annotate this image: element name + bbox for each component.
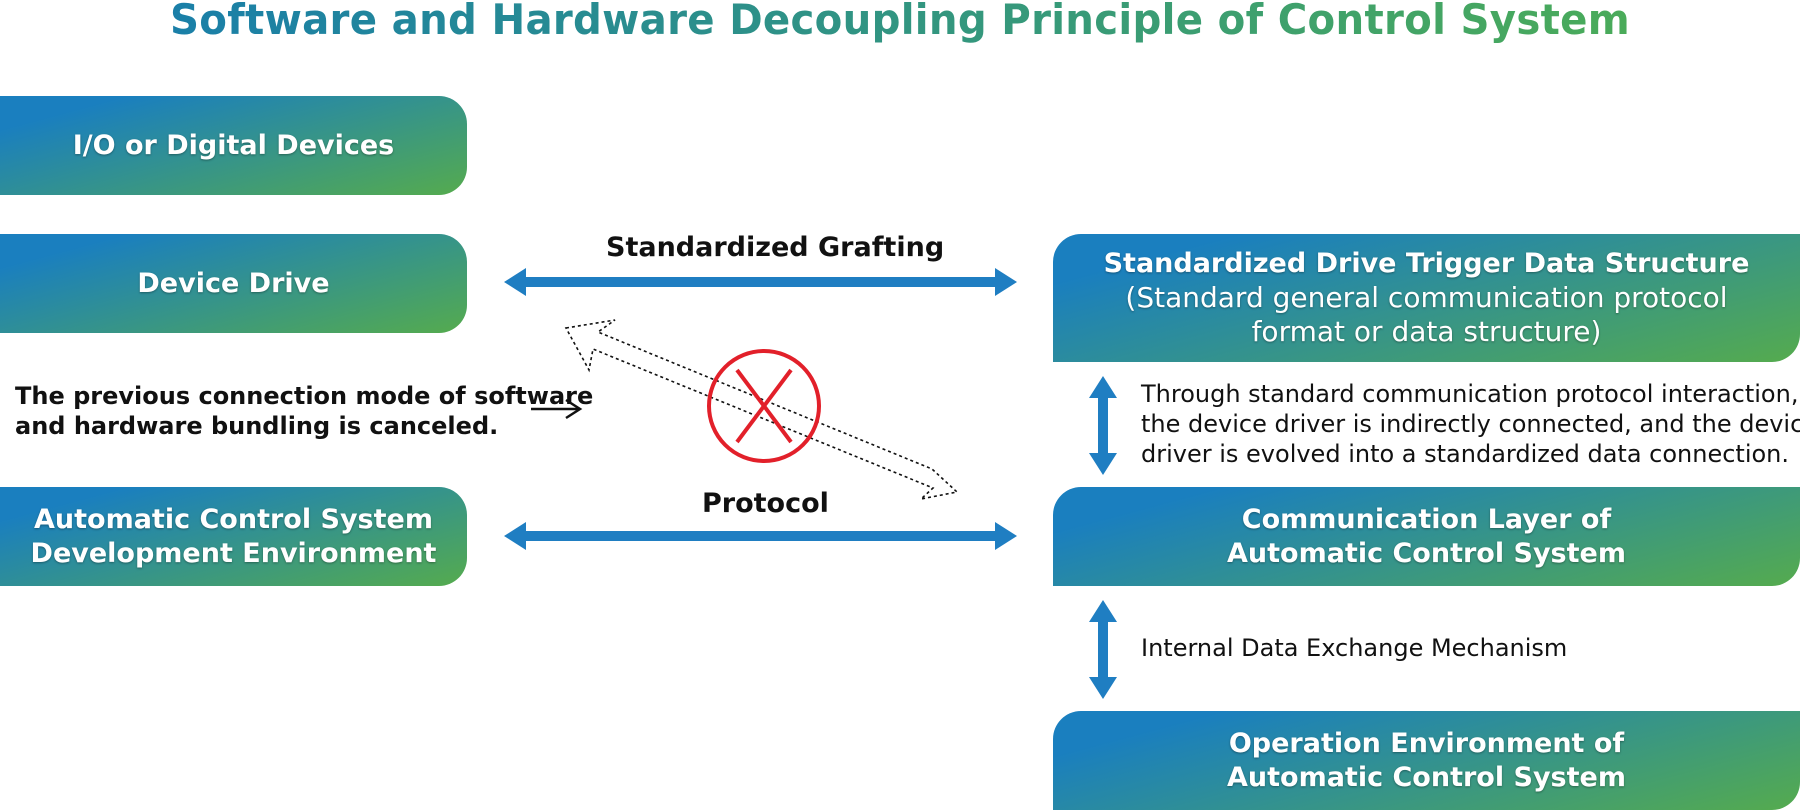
standard-data-structure-line2: (Standard general communication protocol: [1125, 281, 1728, 314]
cancel-circle-x-icon: [707, 349, 821, 463]
internal-exchange-double-arrow-icon: [1089, 600, 1117, 699]
operation-environment-box: Operation Environment of Automatic Contr…: [1053, 711, 1800, 810]
development-environment-box: Automatic Control System Development Env…: [0, 487, 467, 586]
standard-data-structure-line3: format or data structure): [1251, 315, 1602, 348]
protocol-label: Protocol: [702, 488, 829, 519]
standardized-grafting-label: Standardized Grafting: [606, 232, 945, 263]
canceled-connection-note: The previous connection mode of software…: [15, 381, 593, 441]
standard-data-structure-line1: Standardized Drive Trigger Data Structur…: [1103, 248, 1750, 279]
development-environment-line1: Automatic Control System: [34, 503, 433, 535]
grafting-double-arrow-icon: [504, 268, 1017, 296]
page-title-text: Software and Hardware Decoupling Princip…: [170, 0, 1630, 44]
protocol-interaction-note: Through standard communication protocol …: [1141, 379, 1800, 469]
canceled-bundling-arrow-icon: [564, 319, 959, 501]
protocol-interaction-line1: Through standard communication protocol …: [1141, 380, 1799, 408]
io-devices-box: I/O or Digital Devices: [0, 96, 467, 195]
io-devices-label: I/O or Digital Devices: [72, 129, 395, 161]
operation-environment-line2: Automatic Control System: [1227, 761, 1626, 793]
page-title: Software and Hardware Decoupling Princip…: [0, 0, 1800, 44]
canceled-connection-line2: and hardware bundling is canceled.: [15, 412, 499, 440]
device-drive-box: Device Drive: [0, 234, 467, 333]
note-pointer-arrow-icon: [531, 398, 583, 420]
communication-layer-line1: Communication Layer of: [1241, 503, 1612, 535]
communication-layer-box: Communication Layer of Automatic Control…: [1053, 487, 1800, 586]
operation-environment-line1: Operation Environment of: [1228, 727, 1625, 759]
protocol-interaction-line3: driver is evolved into a standardized da…: [1141, 440, 1790, 468]
canceled-connection-line1: The previous connection mode of software: [15, 382, 594, 410]
protocol-interaction-line2: the device driver is indirectly connecte…: [1141, 410, 1800, 438]
development-environment-line2: Development Environment: [30, 537, 437, 569]
page-title-graphic: Software and Hardware Decoupling Princip…: [170, 0, 1630, 44]
internal-exchange-note: Internal Data Exchange Mechanism: [1141, 634, 1568, 662]
communication-layer-line2: Automatic Control System: [1227, 537, 1626, 569]
standard-data-structure-box: Standardized Drive Trigger Data Structur…: [1053, 234, 1800, 362]
protocol-double-arrow-icon: [504, 522, 1017, 550]
protocol-vertical-double-arrow-icon: [1089, 376, 1117, 475]
device-drive-label: Device Drive: [137, 267, 330, 299]
